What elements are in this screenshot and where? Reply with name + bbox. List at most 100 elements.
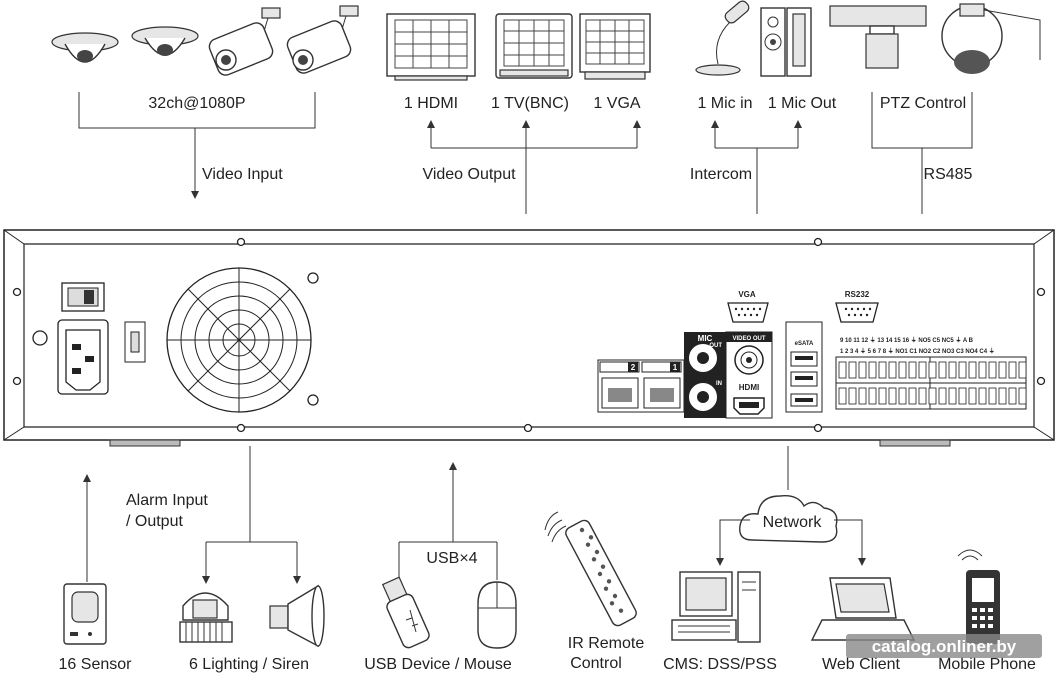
svg-text:9 10 11 12 ⏚ 13 14 15 16 ⏚: 9 10 11 12 ⏚ 13 14 15 16 ⏚ NO5 C5 NC5 ⏚ … xyxy=(840,337,974,344)
alarm-terminal-block: 9 10 11 12 ⏚ 13 14 15 16 ⏚ NO5 C5 NC5 ⏚ … xyxy=(835,337,1027,410)
remote-button xyxy=(612,593,618,599)
terminal-pin xyxy=(998,361,1007,379)
cloud-icon xyxy=(739,495,838,543)
terminal-pin xyxy=(878,387,887,405)
sensor-icon xyxy=(63,583,107,645)
mic-label: MIC xyxy=(698,334,713,343)
video-input-bracket xyxy=(78,92,316,129)
terminal-pin xyxy=(848,361,857,379)
terminal-pin xyxy=(928,387,937,405)
terminal-pin xyxy=(908,387,917,405)
remote-button xyxy=(579,527,585,533)
monitor-icon xyxy=(386,13,476,81)
lighting-siren-label: 6 Lighting / Siren xyxy=(189,656,309,673)
vga-port xyxy=(727,302,769,323)
intercom-label: Intercom xyxy=(690,166,752,183)
mic-in-label: 1 Mic in xyxy=(697,95,752,112)
laptop-icon xyxy=(810,577,916,641)
ptz-camera-icon xyxy=(829,3,1041,74)
nvr-rear-panel: 2 1 MIC OUT IN VIDEO OUT HDMI VGA RS232 xyxy=(3,229,1055,447)
svg-text:1 2 3 4 ⏚ 5 6 7 8 ⏚ NO1 C1: 1 2 3 4 ⏚ 5 6 7 8 ⏚ NO1 C1 NO2 C2 NO3 C3… xyxy=(840,348,995,355)
terminal-pin xyxy=(1018,361,1027,379)
sensor-label: 16 Sensor xyxy=(59,656,133,673)
watermark-badge xyxy=(846,634,1042,658)
alarm-io-label-1: Alarm Input xyxy=(126,492,208,509)
video-output-label: Video Output xyxy=(422,166,516,183)
terminal-pin xyxy=(1008,387,1017,405)
mobile-phone-icon xyxy=(957,549,1000,644)
terminal-pin xyxy=(888,361,897,379)
remote-button xyxy=(600,564,606,569)
terminal-pin xyxy=(918,361,927,379)
usb-device-label: USB Device / Mouse xyxy=(364,656,512,673)
network-label: Network xyxy=(763,514,823,531)
terminal-pin xyxy=(898,361,907,379)
terminal-pin xyxy=(958,361,967,379)
bullet-camera-icon xyxy=(286,5,359,74)
terminal-pin xyxy=(968,387,977,405)
terminal-pin xyxy=(988,361,997,379)
desktop-pc-icon xyxy=(671,571,761,643)
siren-icon xyxy=(269,584,325,648)
watermark-text: catalog.onliner.by xyxy=(872,637,1017,656)
usb-count-label: USB×4 xyxy=(426,550,477,567)
svg-text:IN: IN xyxy=(716,381,722,387)
vga-label: VGA xyxy=(738,290,756,299)
remote-button xyxy=(597,571,603,577)
terminal-pin xyxy=(938,361,947,379)
usb-stick-icon xyxy=(381,576,430,649)
terminal-pin xyxy=(888,387,897,405)
svg-text:OUT: OUT xyxy=(709,343,722,349)
terminal-pin xyxy=(848,387,857,405)
terminal-pin xyxy=(938,387,947,405)
vga-output-label: 1 VGA xyxy=(593,95,640,112)
terminal-pin xyxy=(978,361,987,379)
terminal-pin xyxy=(988,387,997,405)
remote-icon xyxy=(544,511,637,627)
terminal-pin xyxy=(998,387,1007,405)
terminal-pin xyxy=(858,387,867,405)
mouse-icon xyxy=(477,581,517,649)
cameras-label: 32ch@1080P xyxy=(148,95,245,112)
alarm-io-label-2: / Output xyxy=(126,513,183,530)
terminal-pin xyxy=(918,387,927,405)
microphone-icon xyxy=(695,0,750,76)
ptz-label: PTZ Control xyxy=(880,95,966,112)
terminal-pin xyxy=(838,387,847,405)
cms-label: CMS: DSS/PSS xyxy=(663,656,777,673)
mic-out-label: 1 Mic Out xyxy=(768,95,837,112)
terminal-pin xyxy=(958,387,967,405)
remote-button xyxy=(603,586,609,591)
video-out-label: VIDEO OUT xyxy=(732,336,765,342)
hdmi-output-label: 1 HDMI xyxy=(404,95,458,112)
terminal-pin xyxy=(928,361,937,379)
terminal-pin xyxy=(948,387,957,405)
remote-button xyxy=(609,601,615,606)
esata-label: eSATA xyxy=(795,341,814,347)
remote-button xyxy=(591,557,597,562)
terminal-pin xyxy=(858,361,867,379)
lan1-number: 1 xyxy=(673,363,678,372)
remote-button xyxy=(588,535,594,540)
remote-button xyxy=(618,608,624,613)
remote-button xyxy=(585,542,591,547)
web-client-label: Web Client xyxy=(822,656,901,673)
rs232-label: RS232 xyxy=(845,290,870,299)
remote-button xyxy=(606,579,612,584)
video-input-label: Video Input xyxy=(202,166,283,183)
mobile-phone-label: Mobile Phone xyxy=(938,656,1036,673)
terminal-pin xyxy=(1018,387,1027,405)
terminal-pin xyxy=(908,361,917,379)
fan-grille xyxy=(166,267,312,413)
speaker-icon xyxy=(760,7,812,77)
terminal-pin xyxy=(948,361,957,379)
remote-button xyxy=(594,549,600,555)
alarm-light-icon xyxy=(179,592,233,643)
hdmi-label: HDMI xyxy=(739,383,759,392)
lan2-number: 2 xyxy=(631,363,636,372)
terminal-pin xyxy=(868,387,877,405)
tv-output-label: 1 TV(BNC) xyxy=(491,95,569,112)
ir-remote-label-1: IR Remote xyxy=(568,635,645,652)
terminal-pin xyxy=(978,387,987,405)
